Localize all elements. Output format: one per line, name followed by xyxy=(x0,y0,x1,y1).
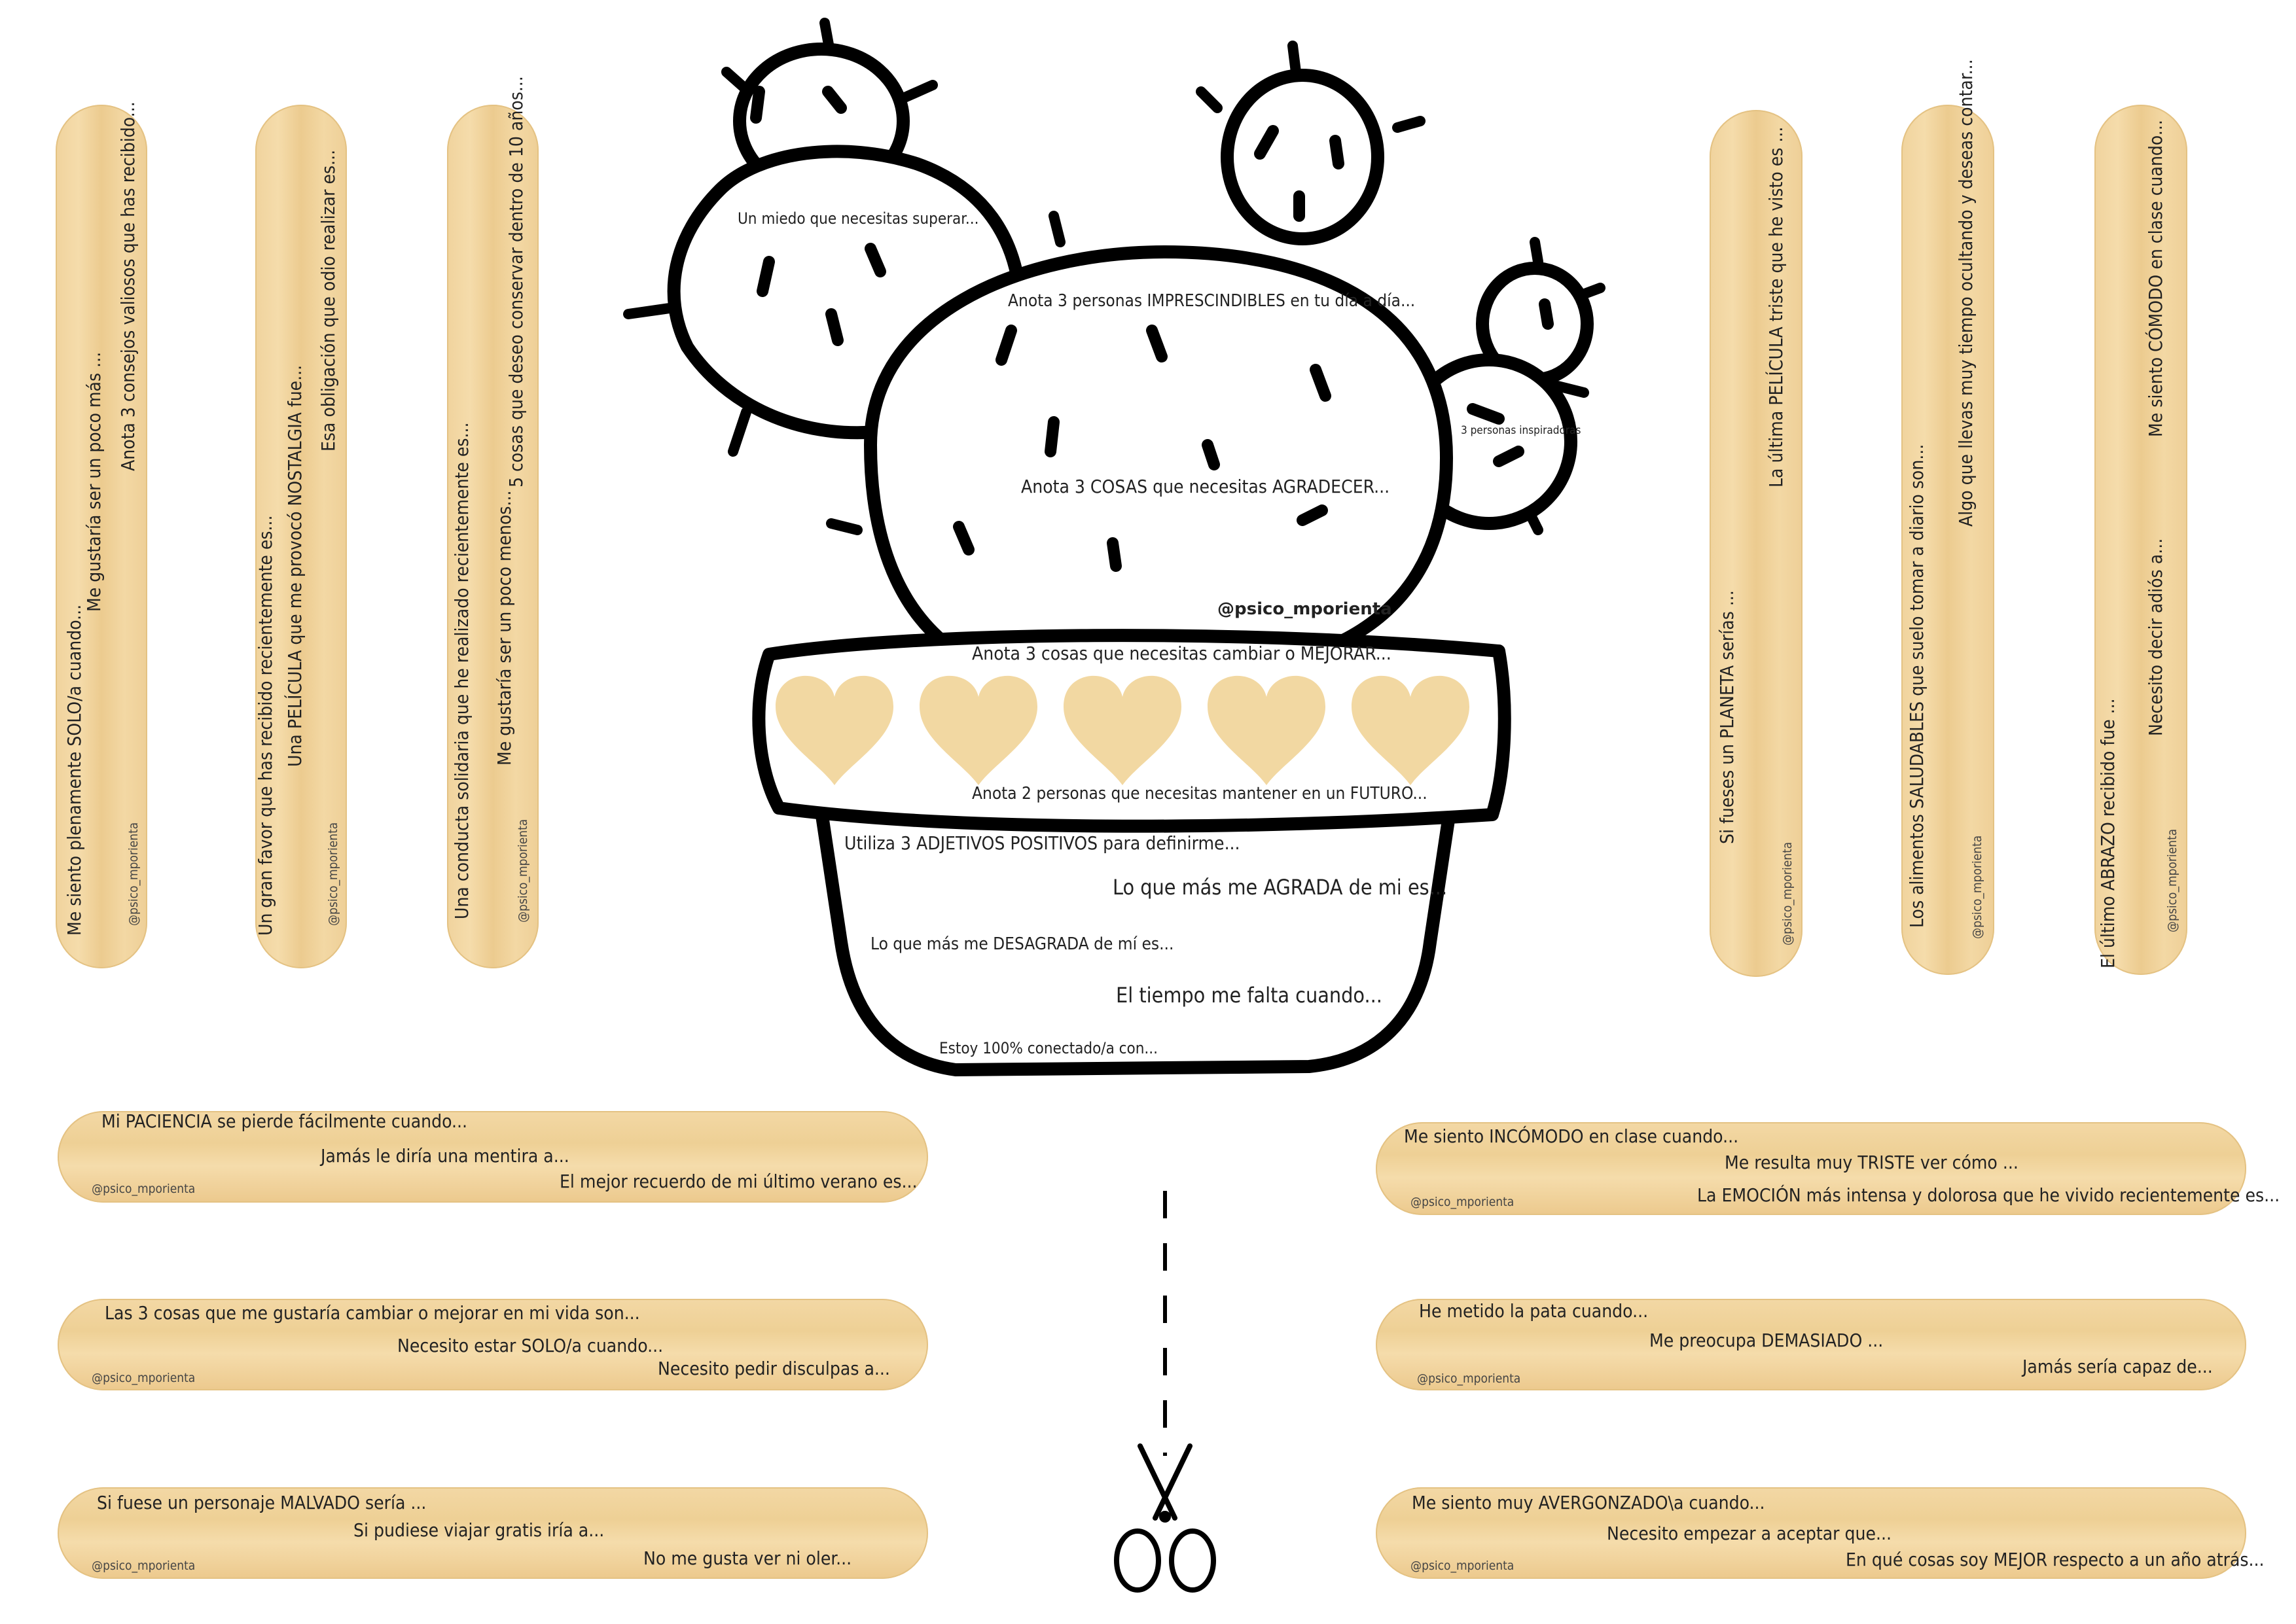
stick-r1-line-1: Me siento INCÓMODO en clase cuando... xyxy=(1404,1125,1739,1147)
stick-1-line-3: Anota 3 consejos valiosos que has recibi… xyxy=(117,101,139,471)
stick-r1-line-2: Me resulta muy TRISTE ver cómo ... xyxy=(1725,1152,2018,1173)
stick-5-line-2: Algo que llevas muy tiempo ocultando y d… xyxy=(1955,59,1977,527)
prompt-gratitude: Anota 3 COSAS que necesitas AGRADECER... xyxy=(1021,476,1390,497)
horizontal-stick-right-3 xyxy=(1376,1487,2246,1579)
stick-l3-line-2: Si pudiese viajar gratis iría a... xyxy=(353,1519,605,1541)
stick-2-line-3: Esa obligación que odio realizar es... xyxy=(317,149,339,451)
horizontal-stick-left-3 xyxy=(58,1487,928,1579)
pot-prompt-3: Lo que más me DESAGRADA de mí es... xyxy=(870,934,1174,954)
prompt-improve: Anota 3 cosas que necesitas cambiar o ME… xyxy=(972,643,1391,664)
stick-r2-line-1: He metido la pata cuando... xyxy=(1419,1300,1649,1322)
stick-3-tag: @psico_mporienta xyxy=(516,819,530,923)
vertical-stick-2 xyxy=(255,105,347,968)
stick-r3-tag: @psico_mporienta xyxy=(1410,1559,1515,1573)
stick-l1-line-2: Jamás le diría una mentira a... xyxy=(321,1145,569,1167)
vertical-stick-3 xyxy=(447,105,539,968)
prompt-inspiring-people: 3 personas inspiradoras xyxy=(1461,424,1581,437)
stick-l3-line-3: No me gusta ver ni oler... xyxy=(643,1547,852,1569)
stick-r3-line-3: En qué cosas soy MEJOR respecto a un año… xyxy=(1846,1549,2265,1570)
pot-prompt-5: Estoy 100% conectado/a con... xyxy=(939,1039,1158,1057)
vertical-stick-6 xyxy=(2094,105,2187,975)
heart-row xyxy=(776,675,1469,785)
stick-4-line-2: La última PELÍCULA triste que he visto e… xyxy=(1765,126,1787,487)
cactus-handle: @psico_mporienta xyxy=(1217,599,1392,619)
vertical-stick-4 xyxy=(1710,110,1803,977)
stick-l3-tag: @psico_mporienta xyxy=(92,1559,196,1573)
stick-5-line-1: Los alimentos SALUDABLES que suelo tomar… xyxy=(1906,444,1928,928)
stick-6-tag: @psico_mporienta xyxy=(2165,828,2179,932)
stick-l2-line-1: Las 3 cosas que me gustaría cambiar o me… xyxy=(105,1302,640,1324)
stick-r3-line-2: Necesito empezar a aceptar que... xyxy=(1607,1523,1892,1544)
stick-1-line-2: Me gustaría ser un poco más ... xyxy=(83,351,105,612)
stick-r3-line-1: Me siento muy AVERGONZADO\a cuando... xyxy=(1412,1492,1765,1513)
scissors-icon xyxy=(1114,1443,1216,1593)
stick-3-line-2: Me gustaría ser un poco menos... xyxy=(493,490,515,766)
stick-3-line-3: 5 cosas que deseo conservar dentro de 10… xyxy=(505,76,527,487)
stick-l3-line-1: Si fuese un personaje MALVADO sería ... xyxy=(97,1492,427,1513)
stick-2-tag: @psico_mporienta xyxy=(326,822,340,926)
stick-4-tag: @psico_mporienta xyxy=(1780,841,1795,945)
stick-l2-tag: @psico_mporienta xyxy=(92,1371,196,1385)
stick-3-line-1: Una conducta solidaria que he realizado … xyxy=(451,422,473,919)
stick-l1-line-1: Mi PACIENCIA se pierde fácilmente cuando… xyxy=(101,1110,468,1132)
stick-5-tag: @psico_mporienta xyxy=(1970,835,1984,939)
stick-r1-line-3: La EMOCIÓN más intensa y dolorosa que he… xyxy=(1697,1184,2280,1206)
stick-l1-line-3: El mejor recuerdo de mi último verano es… xyxy=(560,1171,918,1192)
stick-l1-tag: @psico_mporienta xyxy=(92,1182,196,1196)
stick-r2-line-3: Jamás sería capaz de... xyxy=(2022,1356,2213,1377)
horizontal-stick-right-1 xyxy=(1376,1122,2246,1215)
stick-1-tag: @psico_mporienta xyxy=(126,822,141,926)
horizontal-stick-left-1 xyxy=(58,1111,928,1203)
prompt-essential-people: Anota 3 personas IMPRESCINDIBLES en tu d… xyxy=(1008,291,1416,311)
pot-prompt-2: Lo que más me AGRADA de mi es... xyxy=(1113,875,1448,900)
horizontal-stick-right-2 xyxy=(1376,1299,2246,1390)
stick-r2-tag: @psico_mporienta xyxy=(1417,1371,1521,1386)
prompt-fear: Un miedo que necesitas superar... xyxy=(738,209,979,228)
horizontal-stick-left-2 xyxy=(58,1299,928,1390)
stick-2-line-2: Una PELÍCULA que me provocó NOSTALGIA fu… xyxy=(284,364,306,767)
prompt-future-people: Anota 2 personas que necesitas mantener … xyxy=(972,784,1427,803)
stick-r1-tag: @psico_mporienta xyxy=(1410,1195,1515,1209)
stick-l2-line-3: Necesito pedir disculpas a... xyxy=(658,1358,890,1379)
pot-prompt-4: El tiempo me falta cuando... xyxy=(1116,983,1382,1008)
vertical-stick-5 xyxy=(1901,105,1994,975)
stick-6-line-3: Me siento CÓMODO en clase cuando... xyxy=(2145,120,2166,437)
stick-6-line-2: Necesito decir adiós a... xyxy=(2145,538,2166,736)
stick-l2-line-2: Necesito estar SOLO/a cuando... xyxy=(397,1335,664,1356)
stick-4-line-1: Si fueses un PLANETA serías ... xyxy=(1716,590,1738,844)
stick-2-line-1: Un gran favor que has recibido recientem… xyxy=(255,515,276,936)
stick-1-line-1: Me siento plenamente SOLO/a cuando... xyxy=(63,604,85,936)
stick-r2-line-2: Me preocupa DEMASIADO ... xyxy=(1649,1330,1884,1351)
pot-prompt-1: Utiliza 3 ADJETIVOS POSITIVOS para defin… xyxy=(844,832,1240,854)
stick-6-line-1: El último ABRAZO recibido fue ... xyxy=(2097,698,2119,968)
vertical-stick-1 xyxy=(56,105,147,968)
